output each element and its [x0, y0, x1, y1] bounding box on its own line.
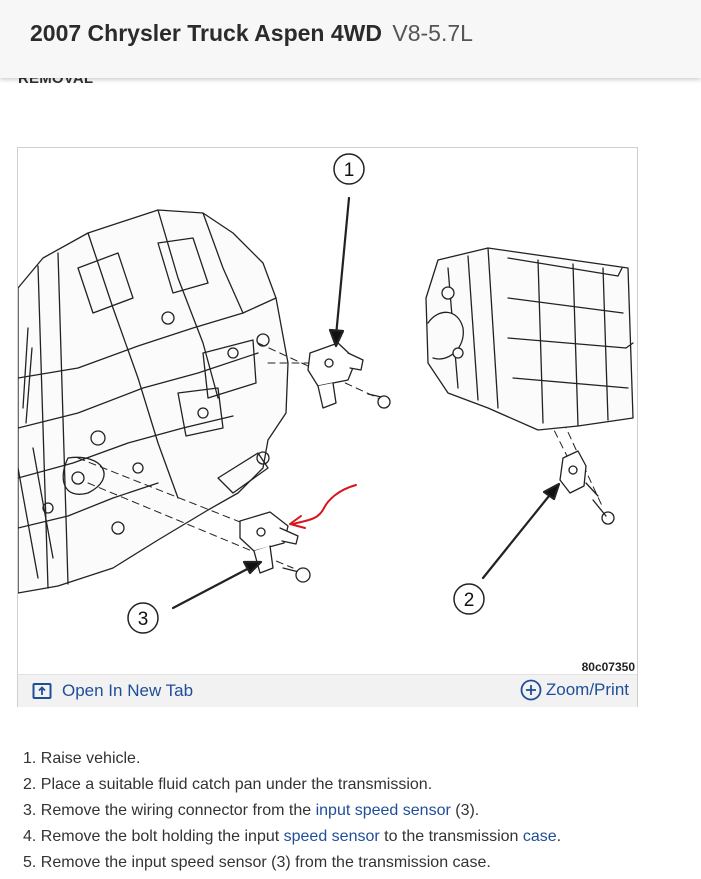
- step-text: .: [556, 828, 562, 845]
- transmission-case-drawing: [18, 209, 289, 594]
- page-title: 2007 Chrysler Truck Aspen 4WD V8-5.7L: [30, 20, 473, 47]
- callout-1: 1: [333, 153, 365, 185]
- figure-toolbar: Open In New Tab Zoom/Print: [18, 674, 637, 707]
- speed-sensor-link[interactable]: speed sensor: [283, 828, 380, 845]
- zoom-plus-icon: [520, 679, 542, 701]
- callout-2-label: 2: [464, 590, 475, 611]
- vehicle-title: 2007 Chrysler Truck Aspen 4WD: [30, 20, 382, 46]
- step-number: 3.: [23, 802, 37, 819]
- callout-arrows: [171, 196, 561, 610]
- callout-2: 2: [453, 583, 485, 615]
- step-text: Remove the wiring connector from the: [40, 802, 316, 819]
- input-speed-sensor-link[interactable]: input speed sensor: [315, 802, 451, 819]
- zoom-print-label: Zoom/Print: [545, 680, 629, 699]
- step-text: Raise vehicle.: [40, 750, 141, 767]
- transmission-diagram: 1 3 2: [18, 153, 634, 634]
- figure-code: 80c07350: [581, 660, 635, 674]
- step-text: Remove the bolt holding the input: [40, 828, 284, 845]
- open-tab-icon: [32, 683, 52, 699]
- engine-label: V8-5.7L: [392, 20, 473, 46]
- case-link[interactable]: case: [522, 828, 557, 845]
- open-in-new-tab-label: Open In New Tab: [62, 681, 194, 700]
- step-text: Remove the input speed sensor (3) from t…: [40, 854, 491, 871]
- step-item: 3. Remove the wiring connector from the …: [23, 800, 683, 826]
- step-text: to the transmission: [379, 828, 523, 845]
- step-item: 5. Remove the input speed sensor (3) fro…: [23, 852, 683, 878]
- annotation-arrow: [289, 484, 357, 529]
- callout-1-label: 1: [344, 160, 355, 181]
- callout-3: 3: [127, 602, 159, 634]
- transfer-case-sensor-drawing: [559, 450, 615, 525]
- step-text: (3).: [450, 802, 480, 819]
- step-item: 4. Remove the bolt holding the input spe…: [23, 826, 683, 852]
- step-number: 1.: [23, 750, 37, 767]
- callout-3-label: 3: [138, 609, 149, 630]
- step-item: 2. Place a suitable fluid catch pan unde…: [23, 774, 683, 800]
- removal-steps-list: 1. Raise vehicle. 2. Place a suitable fl…: [23, 748, 683, 878]
- diagram-figure: 1 3 2 80c07350 Open In New Tab Zoom/Prin…: [17, 147, 638, 707]
- zoom-print-link[interactable]: Zoom/Print: [520, 679, 629, 701]
- step-text: Place a suitable fluid catch pan under t…: [40, 776, 433, 793]
- transfer-case-drawing: [425, 247, 634, 431]
- page-header: 2007 Chrysler Truck Aspen 4WD V8-5.7L: [0, 0, 701, 78]
- open-in-new-tab-link[interactable]: Open In New Tab: [32, 681, 193, 701]
- step-number: 5.: [23, 854, 37, 871]
- step-number: 2.: [23, 776, 37, 793]
- step-number: 4.: [23, 828, 37, 845]
- output-speed-sensor-drawing: [307, 342, 391, 409]
- step-item: 1. Raise vehicle.: [23, 748, 683, 774]
